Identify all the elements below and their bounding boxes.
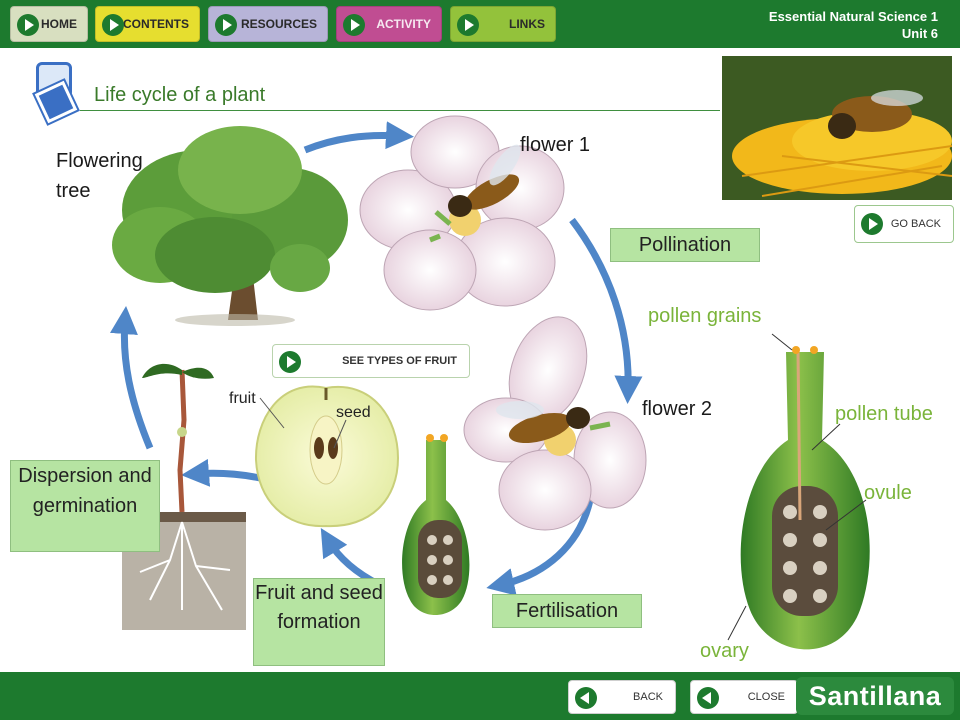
play-icon [17, 14, 39, 36]
contents-button[interactable]: CONTENTS [95, 6, 200, 42]
stage-dispersion-and-germination: Dispersion and germination [10, 460, 160, 552]
stage-pollination: Pollination [610, 228, 760, 262]
slides-icon [32, 62, 78, 124]
label-flowering-tree: Flowering tree [56, 150, 143, 202]
back-button[interactable]: BACK [568, 680, 676, 714]
contents-button-label: CONTENTS [123, 17, 189, 31]
unit-number: Unit 6 [901, 26, 938, 41]
activity-button-label: ACTIVITY [376, 17, 431, 31]
go-back-button-label: GO BACK [890, 218, 941, 230]
see-types-of-fruit-label: SEE TYPES OF FRUIT [342, 355, 457, 367]
close-button-label: CLOSE [747, 691, 785, 703]
see-types-of-fruit-button[interactable]: SEE TYPES OF FRUIT [272, 344, 470, 378]
label-pollen-grains: pollen grains [648, 305, 762, 327]
links-button-label: LINKS [509, 17, 545, 31]
ovary-diagram-illustration [727, 333, 870, 650]
play-icon [343, 14, 365, 36]
resources-button-label: RESOURCES [240, 17, 317, 31]
pistil-small-illustration [402, 434, 470, 615]
cycle-arrow-flower2-to-fertilisation [486, 499, 594, 596]
cycle-arrow-flower1-to-flower2 [569, 217, 643, 404]
cycle-arrow-seedling-to-tree [109, 306, 154, 450]
book-title: Essential Natural Science 1 Unit 6 [769, 8, 938, 42]
go-back-button[interactable]: GO BACK [854, 205, 954, 243]
cycle-arrow-tree-to-flower [303, 121, 414, 154]
back-arrow-icon [697, 687, 719, 709]
fruit-cross-section-illustration [254, 385, 400, 528]
page-title: Life cycle of a plant [94, 84, 266, 106]
label-ovary: ovary [700, 640, 749, 662]
flowering-tree-illustration [112, 126, 348, 326]
label-flower-2: flower 2 [642, 398, 713, 420]
play-icon [215, 14, 237, 36]
stage-fertilisation: Fertilisation [492, 594, 642, 628]
label-fruit: fruit [229, 390, 256, 407]
santillana-logo: Santillana [796, 677, 954, 715]
label-ovule: ovule [864, 482, 912, 504]
label-pollen-tube: pollen tube [835, 403, 933, 425]
play-icon [102, 14, 124, 36]
links-button[interactable]: LINKS [450, 6, 556, 42]
play-icon [861, 213, 883, 235]
back-arrow-icon [575, 687, 597, 709]
activity-button[interactable]: ACTIVITY [336, 6, 442, 42]
title-divider [80, 110, 720, 111]
resources-button[interactable]: RESOURCES [208, 6, 328, 42]
book-name: Essential Natural Science 1 [768, 9, 938, 24]
home-button[interactable]: HOME [10, 6, 88, 42]
back-button-label: BACK [633, 691, 663, 703]
stage-fruit-and-seed-formation: Fruit and seed formation [253, 578, 385, 666]
cycle-arrow-fruit-to-seedling [181, 458, 261, 487]
label-flower-1: flower 1 [520, 134, 591, 156]
flower-1-illustration [359, 115, 565, 311]
label-seed: seed [336, 404, 371, 421]
bee-photo [722, 56, 952, 200]
flower-2-illustration [463, 316, 647, 531]
home-button-label: HOME [41, 17, 77, 31]
play-icon [457, 14, 479, 36]
play-icon [279, 351, 301, 373]
close-button[interactable]: CLOSE [690, 680, 798, 714]
